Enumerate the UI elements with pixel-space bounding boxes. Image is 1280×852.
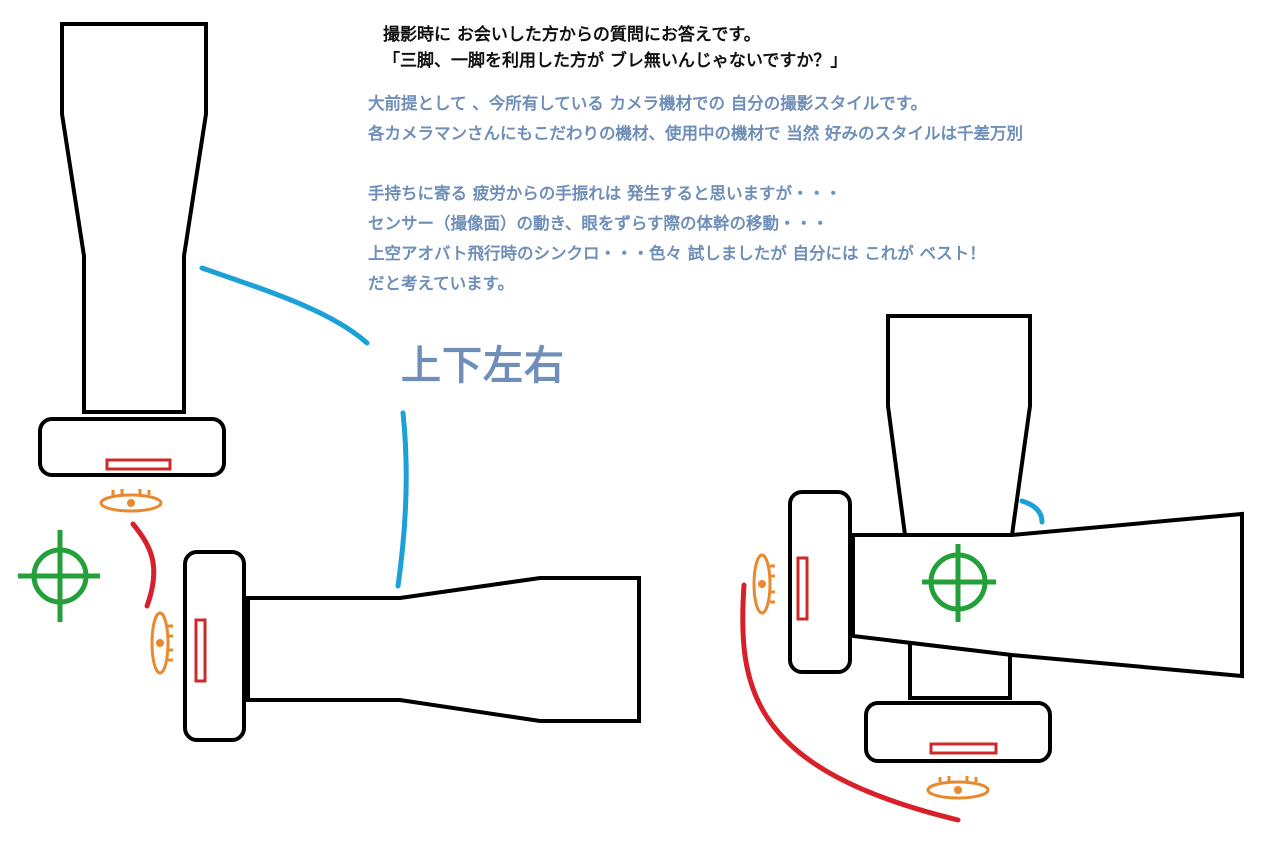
rotation-arc-red xyxy=(130,521,157,609)
camera-body-vertical xyxy=(183,550,246,742)
rotation-arc-blue-lower xyxy=(395,410,409,589)
sensor-icon xyxy=(929,742,998,755)
eye-icon xyxy=(752,553,775,615)
sensor-icon xyxy=(105,458,172,471)
camera-vertical-up xyxy=(38,22,226,513)
sensor-icon xyxy=(194,618,207,683)
lens-vertical-right xyxy=(886,314,1032,537)
rotation-arc-blue-small xyxy=(1019,498,1045,525)
camera-body-vertical-right xyxy=(788,490,852,674)
header-line-2: 「三脚、一脚を利用した方が ブレ無いんじゃないですか？」 xyxy=(383,51,848,71)
body-line-1: 大前提として 、今所有している カメラ機材での 自分の撮影スタイルです。 xyxy=(368,94,928,113)
camera-body-right xyxy=(864,701,1052,763)
sensor-icon xyxy=(796,556,809,621)
body-line-6: 上空アオバト飛行時のシンクロ・・・色々 試しましたが 自分には これが ベスト！ xyxy=(368,244,986,263)
crosshair-icon xyxy=(922,544,996,622)
body-line-4: 手持ちに寄る 疲労からの手振れは 発生すると思いますが・・・ xyxy=(368,184,842,203)
rotation-arc-red-long xyxy=(740,582,961,823)
lens-horizontal xyxy=(246,576,641,723)
body-line-5: センサー（撮像面）の動き、眼をずらす際の体幹の移動・・・ xyxy=(368,214,829,233)
header-line-1: 撮影時に お会いした方からの質問にお答えです。 xyxy=(383,25,761,45)
camera-horizontal xyxy=(150,550,641,742)
direction-label: 上下左右 xyxy=(401,343,565,389)
body-line-2: 各カメラマンさんにもこだわりの機材、使用中の機材で 当然 好みのスタイルは千差万… xyxy=(368,124,1023,143)
camera-body xyxy=(38,417,226,477)
body-line-7: だと考えています。 xyxy=(368,274,515,293)
eye-icon xyxy=(926,776,990,800)
eye-icon xyxy=(99,489,163,513)
camera-combined xyxy=(752,314,1244,800)
eye-icon xyxy=(150,611,173,675)
rotation-arc-blue-upper xyxy=(199,265,370,346)
crosshair-icon xyxy=(18,530,100,622)
lens-vertical xyxy=(60,22,208,414)
